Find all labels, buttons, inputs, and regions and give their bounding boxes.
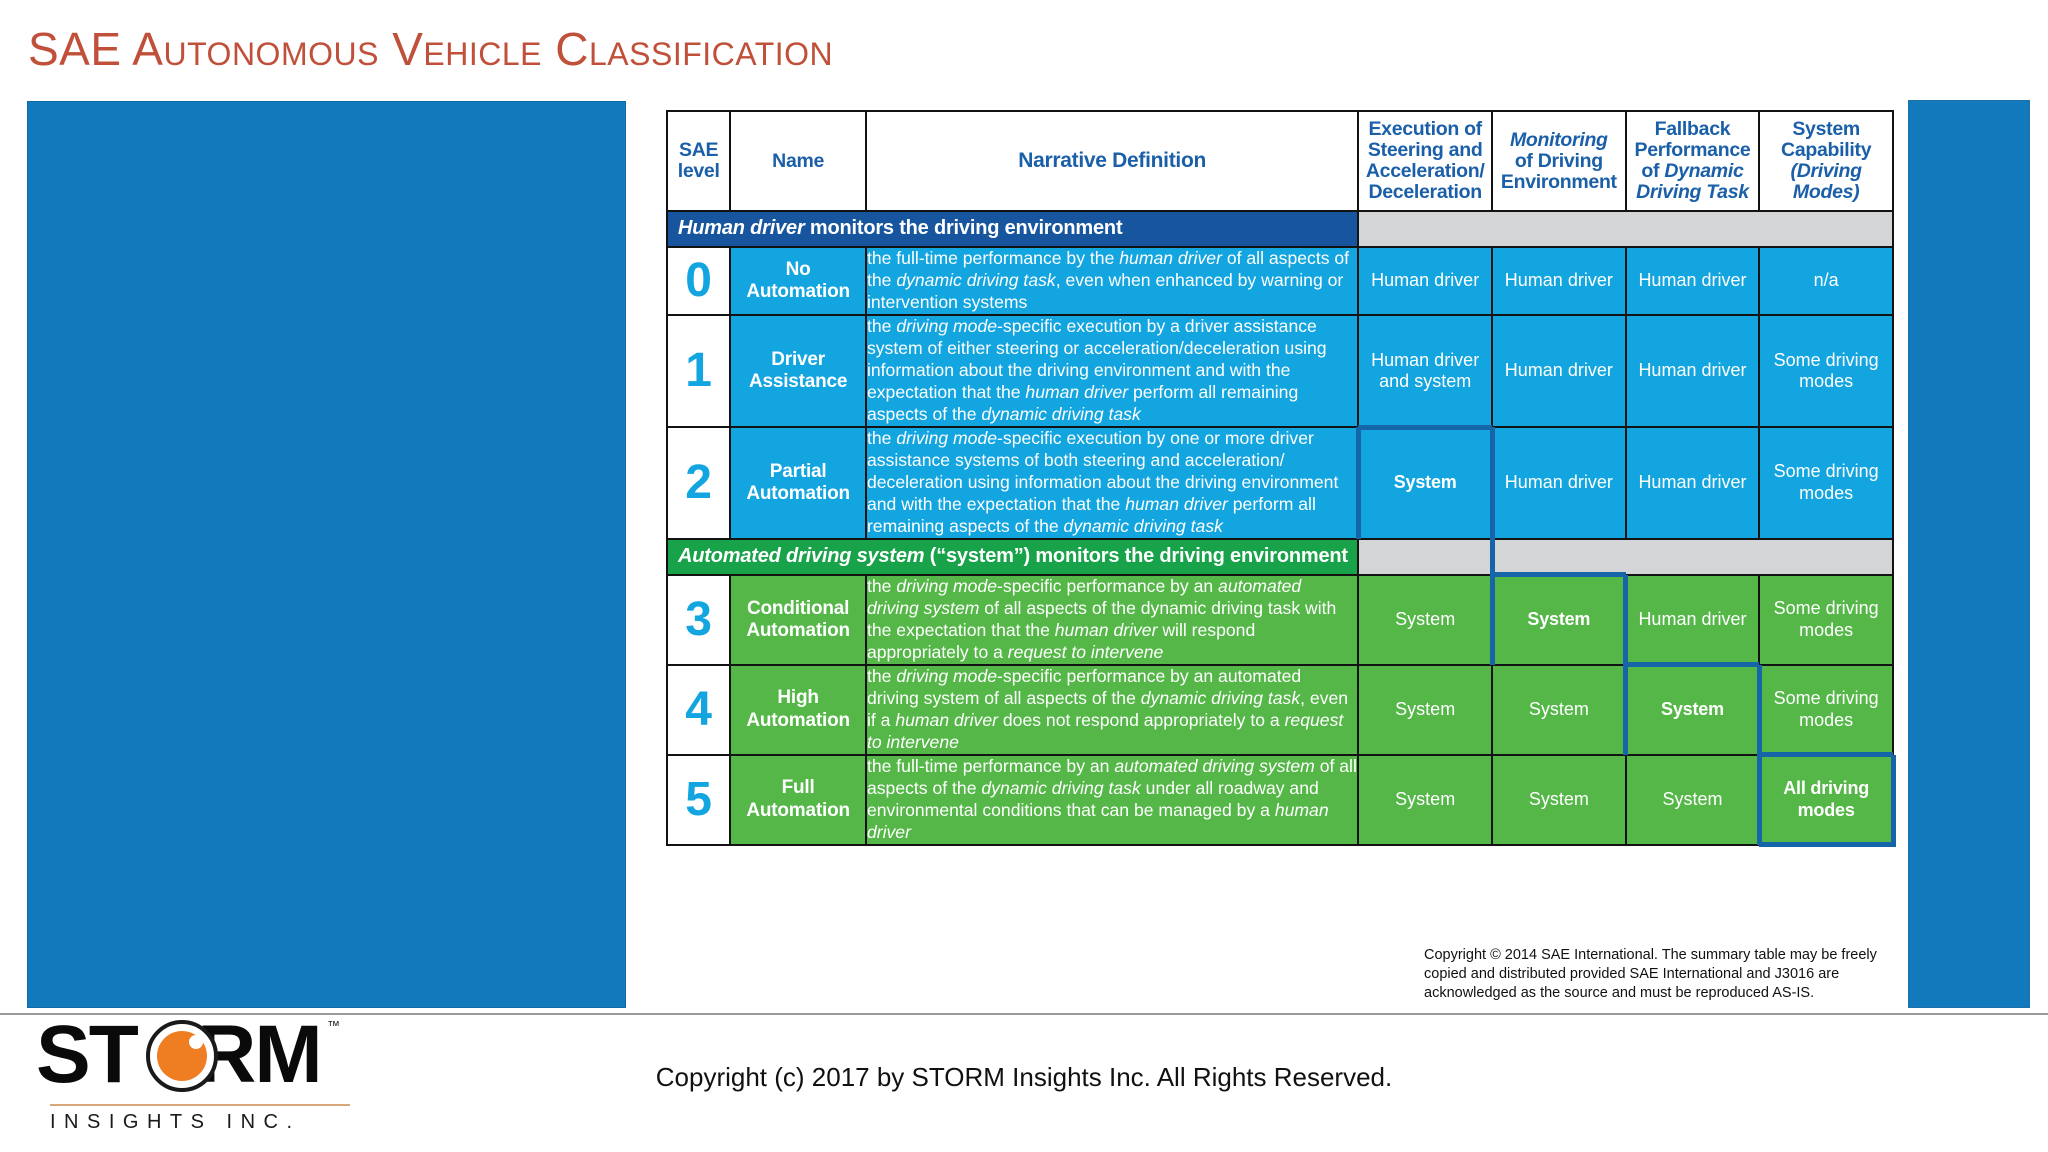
header-name: Name <box>729 109 867 213</box>
execution-cell-1: Human driver and system <box>1357 314 1493 429</box>
execution-cell-5: System <box>1357 753 1493 846</box>
footer-divider <box>0 1013 2048 1015</box>
narrative-definition-0: the full-time performance by the human d… <box>864 246 1360 317</box>
header-fallback: Fallback Performance of Dynamic Driving … <box>1624 109 1761 213</box>
divider-human-driver-monitors: Human driver monitors the driving enviro… <box>665 210 1894 249</box>
header-monitoring-line2: of Driving <box>1514 149 1603 172</box>
footer-copyright: Copyright (c) 2017 by STORM Insights Inc… <box>655 1062 1393 1092</box>
monitoring-cell-4: System <box>1491 663 1627 756</box>
logo-highlight-dot-icon <box>189 1035 203 1049</box>
fallback-cell-1: Human driver <box>1624 314 1761 429</box>
header-fallback-line1: Fallback <box>1654 118 1731 140</box>
monitoring-cell-0: Human driver <box>1491 246 1627 317</box>
divider-system-monitors: Automated driving system (“system”) moni… <box>665 537 1894 576</box>
header-capability-line3: (Driving <box>1790 160 1863 183</box>
divider-system-monitors-label: Automated driving system (“system”) moni… <box>665 537 1360 576</box>
logo-wordmark-before: ST <box>36 1009 137 1100</box>
divider-human-driver-monitors-spacer <box>1357 210 1894 249</box>
header-fallback-line3b: Dynamic <box>1664 160 1744 183</box>
logo-wordmark: STORM <box>36 1014 323 1096</box>
header-narrative-definition: Narrative Definition <box>864 109 1360 213</box>
fallback-cell-2: Human driver <box>1624 426 1761 540</box>
fallback-cell-5: System <box>1624 753 1761 846</box>
level-number-1: 1 <box>665 314 732 429</box>
capability-cell-2: Some driving modes <box>1758 426 1894 540</box>
monitoring-cell-1: Human driver <box>1491 314 1627 429</box>
level-number-4: 4 <box>665 663 732 756</box>
narrative-definition-2: the driving mode-specific execution by o… <box>864 426 1360 540</box>
fallback-cell-0: Human driver <box>1624 246 1761 317</box>
execution-cell-2: System <box>1357 426 1493 540</box>
header-capability: System Capability (Driving Modes) <box>1758 109 1894 213</box>
execution-cell-4: System <box>1357 663 1493 756</box>
table-header-row: SAE level Name Narrative Definition Exec… <box>665 109 1894 213</box>
fallback-cell-4: System <box>1624 663 1761 756</box>
header-execution: Execution of Steering and Acceleration/ … <box>1357 109 1493 213</box>
monitoring-cell-2: Human driver <box>1491 426 1627 540</box>
narrative-definition-5: the full-time performance by an automate… <box>864 753 1360 846</box>
header-capability-line1: System <box>1792 118 1860 140</box>
header-fallback-line4: Driving Task <box>1636 181 1749 204</box>
header-monitoring-line3: Environment <box>1500 170 1617 193</box>
header-capability-line2: Capability <box>1781 139 1872 162</box>
left-image-placeholder <box>27 101 626 1008</box>
level-number-0: 0 <box>665 246 732 317</box>
header-sae-level: SAE level <box>665 109 732 213</box>
capability-cell-5: All driving modes <box>1758 753 1894 846</box>
header-fallback-line3a: of <box>1641 160 1665 183</box>
level-number-5: 5 <box>665 753 732 846</box>
capability-cell-4: Some driving modes <box>1758 663 1894 756</box>
header-fallback-line2: Performance <box>1634 139 1751 162</box>
sae-copyright-note: Copyright © 2014 SAE International. The … <box>1424 947 1877 1002</box>
execution-cell-3: System <box>1357 573 1493 666</box>
header-sae-level-line2: level <box>677 160 720 183</box>
level-number-2: 2 <box>665 426 732 540</box>
narrative-definition-3: the driving mode-specific performance by… <box>864 573 1360 666</box>
header-monitoring-line1: Monitoring <box>1509 128 1608 151</box>
logo-rule <box>50 1104 350 1106</box>
narrative-definition-4: the driving mode-specific performance by… <box>864 663 1360 756</box>
divider-system-monitors-spacer <box>1357 537 1894 576</box>
right-image-placeholder <box>1908 100 2030 1008</box>
level-number-3: 3 <box>665 573 732 666</box>
execution-cell-0: Human driver <box>1357 246 1493 317</box>
sae-classification-table: SAE level Name Narrative Definition Exec… <box>665 109 1894 846</box>
capability-cell-0: n/a <box>1758 246 1894 317</box>
header-execution-line1: Execution of <box>1368 118 1482 140</box>
header-monitoring: Monitoring of Driving Environment <box>1491 109 1627 213</box>
logo-trademark-symbol: ™ <box>327 1018 340 1033</box>
header-execution-line4: Deceleration <box>1368 181 1482 204</box>
header-capability-line4: Modes) <box>1792 181 1860 204</box>
divider-human-driver-monitors-label: Human driver monitors the driving enviro… <box>665 210 1360 249</box>
narrative-definition-1: the driving mode-specific execution by a… <box>864 314 1360 429</box>
logo-wordmark-after: RM <box>197 1009 323 1100</box>
monitoring-cell-3: System <box>1491 573 1627 666</box>
header-execution-line2: Steering and <box>1367 139 1483 162</box>
capability-cell-1: Some driving modes <box>1758 314 1894 429</box>
storm-insights-logo: STORM ™ INSIGHTS INC. <box>36 1014 366 1140</box>
header-execution-line3: Acceleration/ <box>1365 160 1485 183</box>
fallback-cell-3: Human driver <box>1624 573 1761 666</box>
logo-subtitle: INSIGHTS INC. <box>50 1111 301 1133</box>
page-title: SAE Autonomous Vehicle Classification <box>28 23 834 75</box>
header-sae-level-line1: SAE <box>679 139 719 162</box>
monitoring-cell-5: System <box>1491 753 1627 846</box>
capability-cell-3: Some driving modes <box>1758 573 1894 666</box>
